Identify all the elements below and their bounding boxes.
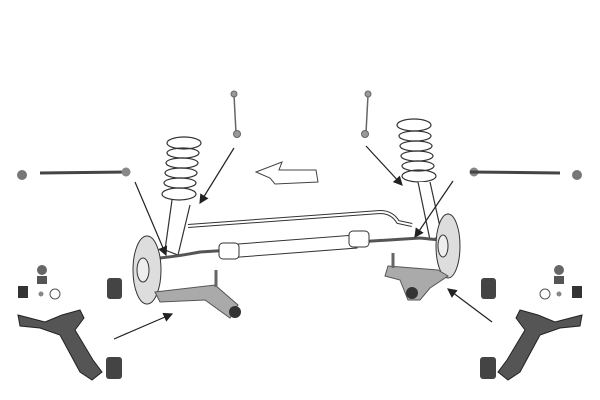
control-arm-left-loose: [17, 309, 103, 381]
coil-spring-right: [396, 118, 443, 241]
tie-rod-left: [17, 167, 131, 180]
direction-arrow-icon: [254, 161, 319, 185]
stabilizer-link-right: [361, 90, 372, 138]
ball-joint-right: [539, 265, 582, 300]
control-arm-left-mounted: [154, 270, 241, 319]
rack-boot-left: [218, 242, 240, 260]
bushing-right-lower: [480, 357, 496, 379]
rack-boot-right: [348, 230, 370, 248]
brake-disc-right: [435, 213, 461, 279]
ball-joint-left: [18, 265, 61, 300]
control-arm-right-mounted: [384, 253, 449, 301]
bushing-left-upper: [107, 278, 122, 299]
pointer-arrows: [113, 145, 493, 340]
tie-rod-right: [469, 167, 582, 180]
brake-disc-left: [132, 235, 162, 305]
bushing-left-lower: [106, 357, 122, 379]
coil-spring-left: [161, 136, 202, 256]
stabilizer-link-left: [230, 90, 241, 138]
control-arm-right-loose: [497, 309, 583, 381]
bushing-right-upper: [481, 278, 496, 299]
steering-rack: [159, 230, 441, 260]
